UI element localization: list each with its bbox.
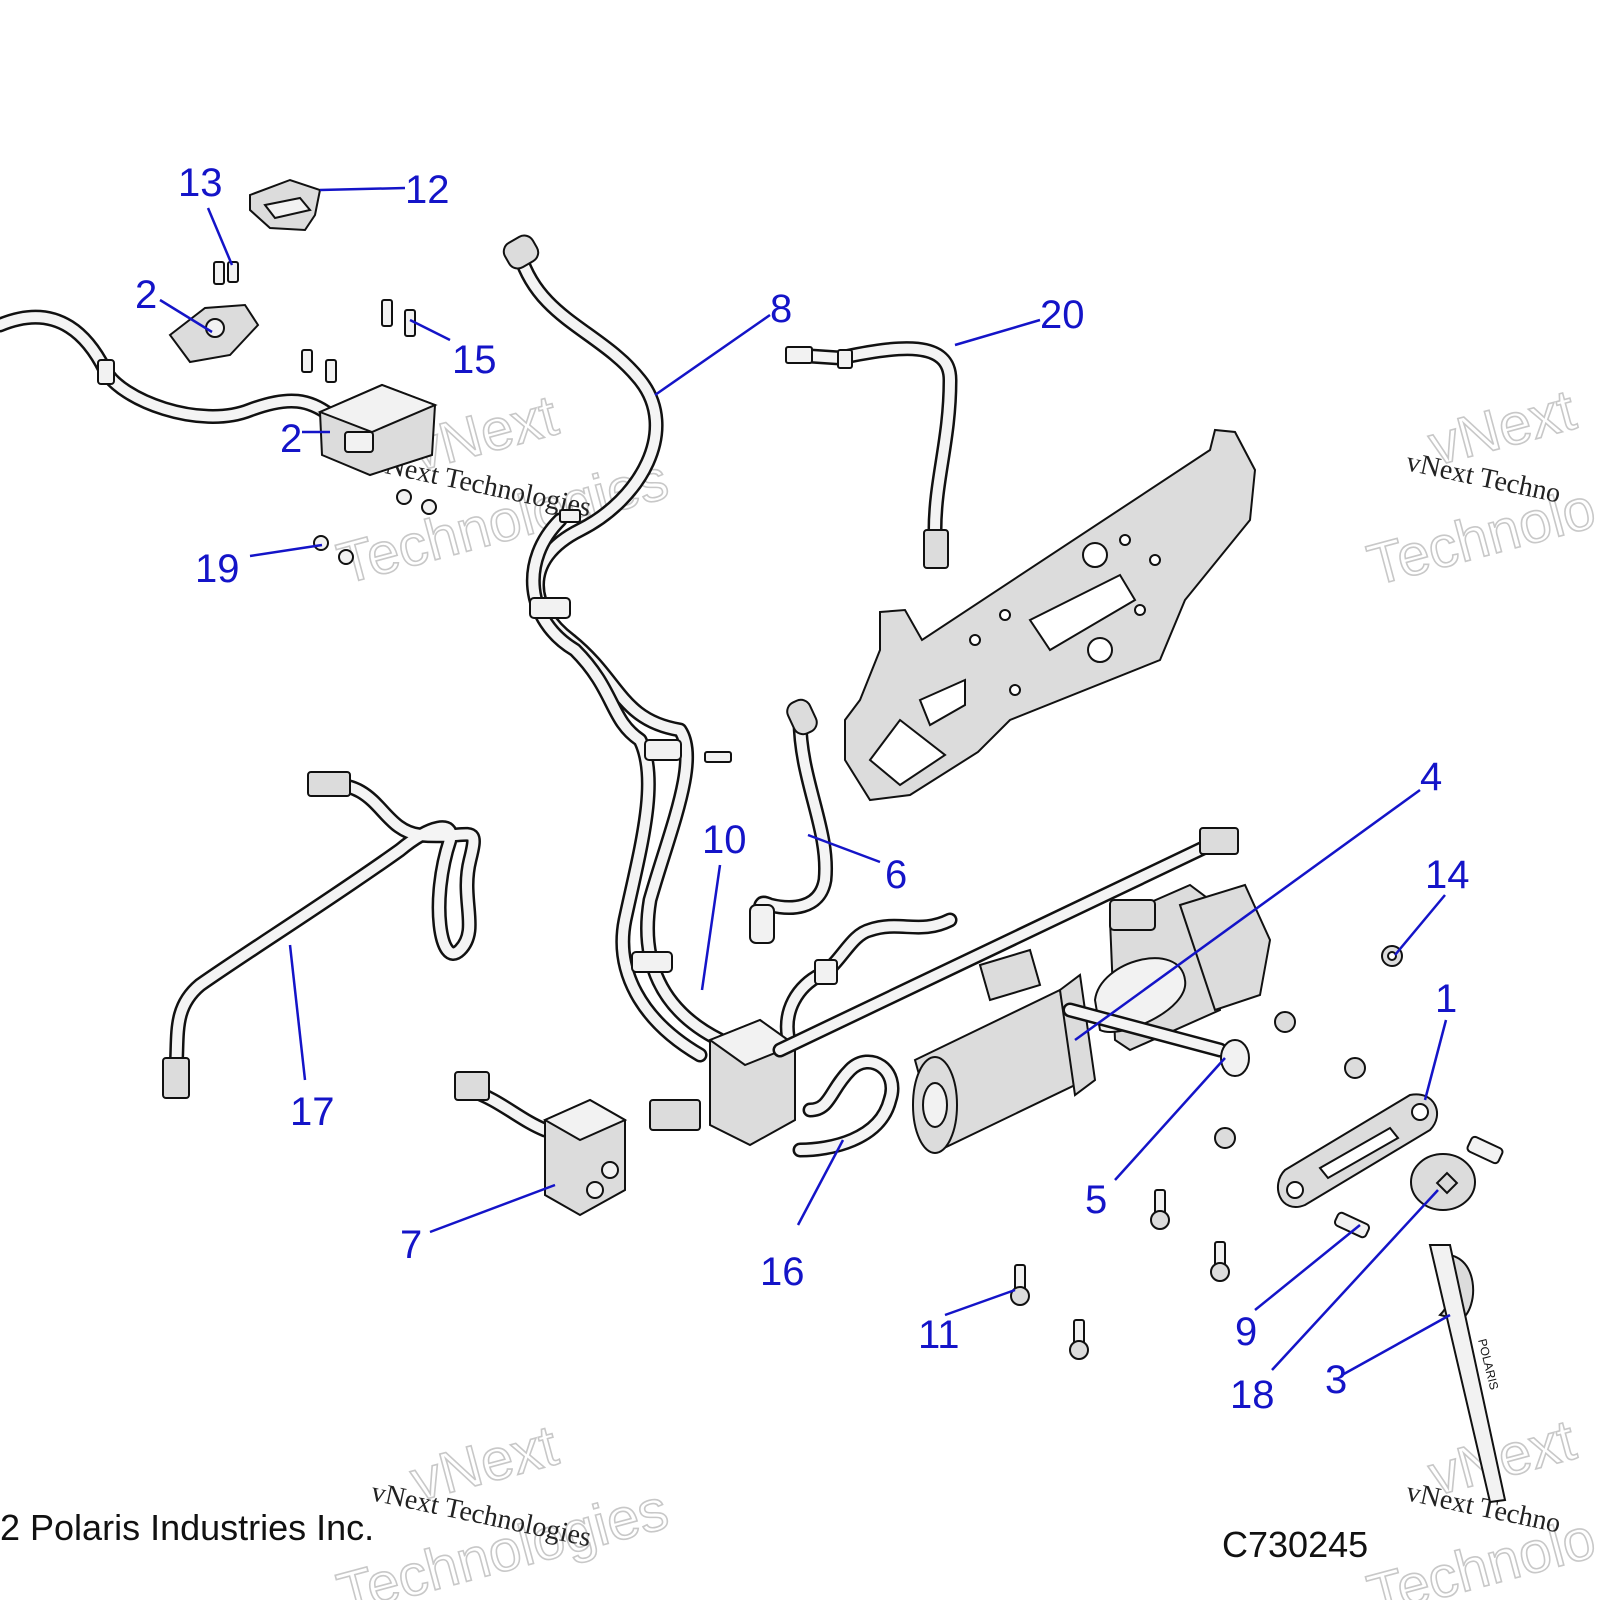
leader-11: [944, 1288, 1016, 1317]
callout-15: 15: [452, 338, 497, 382]
part-18-stopper: [1410, 1153, 1476, 1211]
callout-8: 8: [770, 287, 792, 331]
callout-11: 11: [918, 1313, 960, 1357]
leader-9: [1254, 1224, 1361, 1311]
callout-5: 5: [1085, 1178, 1107, 1222]
part-8-cable: [502, 234, 732, 1063]
part-16-harness: [649, 827, 1239, 1158]
callout-9: 9: [1235, 1310, 1257, 1354]
part-15-screws: [301, 299, 416, 383]
leader-5: [1114, 1057, 1226, 1181]
callout-18: 18: [1230, 1373, 1275, 1417]
part-12-bracket: [249, 178, 322, 232]
leader-8: [654, 313, 771, 397]
figure-id: C730245: [1222, 1524, 1368, 1565]
leader-6: [807, 833, 881, 864]
callout-1: 1: [1435, 977, 1457, 1021]
callout-19: 19: [195, 547, 240, 591]
callout-17: 17: [290, 1090, 335, 1134]
leader-13: [206, 207, 234, 266]
part-9-bolt: [1333, 1135, 1504, 1239]
leader-19: [249, 543, 323, 558]
part-13-screws: [213, 261, 239, 285]
callout-20: 20: [1040, 293, 1085, 337]
leader-lines: [159, 186, 1451, 1377]
copyright-text: 2 Polaris Industries Inc.: [0, 1507, 374, 1548]
part-7-contactor: [454, 1071, 628, 1217]
leader-17: [288, 944, 307, 1081]
callout-7: 7: [400, 1223, 422, 1267]
part-1-fairlead: [1276, 1093, 1439, 1208]
leader-20: [954, 318, 1041, 347]
callout-4: 4: [1420, 755, 1442, 799]
leader-16: [796, 1139, 845, 1226]
part-6-cable: [749, 698, 834, 944]
callout-10: 10: [702, 818, 747, 862]
callout-14: 14: [1425, 853, 1470, 897]
leader-14: [1394, 894, 1446, 956]
upper-harness: [0, 309, 338, 424]
watermark-big-trunc-2: Technolo: [1361, 475, 1600, 598]
leader-10: [700, 864, 722, 991]
leader-3: [1341, 1313, 1451, 1377]
watermark-group-2: vNext Technologies: [330, 1412, 675, 1600]
part-20-harness: [785, 341, 958, 569]
leader-18: [1271, 1189, 1439, 1371]
mounting-plate: [844, 428, 1257, 802]
callout-2b: 2: [280, 417, 302, 461]
leader-4: [1074, 788, 1421, 1042]
callout-12: 12: [405, 168, 450, 212]
part-11-bolts: [1010, 1189, 1230, 1360]
callout-numbers: 12 13 2 2 15 19 8 20 4 6 10 14 1 17 5 7 …: [135, 161, 1470, 1417]
leader-1: [1423, 1019, 1448, 1101]
control-module: [317, 383, 438, 477]
part-17-harness: [162, 771, 481, 1099]
loose-nuts: [1214, 1011, 1366, 1149]
callout-3: 3: [1325, 1358, 1347, 1402]
callout-13: 13: [178, 161, 223, 205]
callout-2a: 2: [135, 273, 157, 317]
leader-2a: [159, 298, 213, 334]
callout-6: 6: [885, 853, 907, 897]
callout-16: 16: [760, 1250, 805, 1294]
leader-15: [409, 318, 451, 342]
leader-12: [319, 186, 406, 192]
winch-body: [912, 883, 1272, 1154]
leader-7: [429, 1183, 556, 1234]
